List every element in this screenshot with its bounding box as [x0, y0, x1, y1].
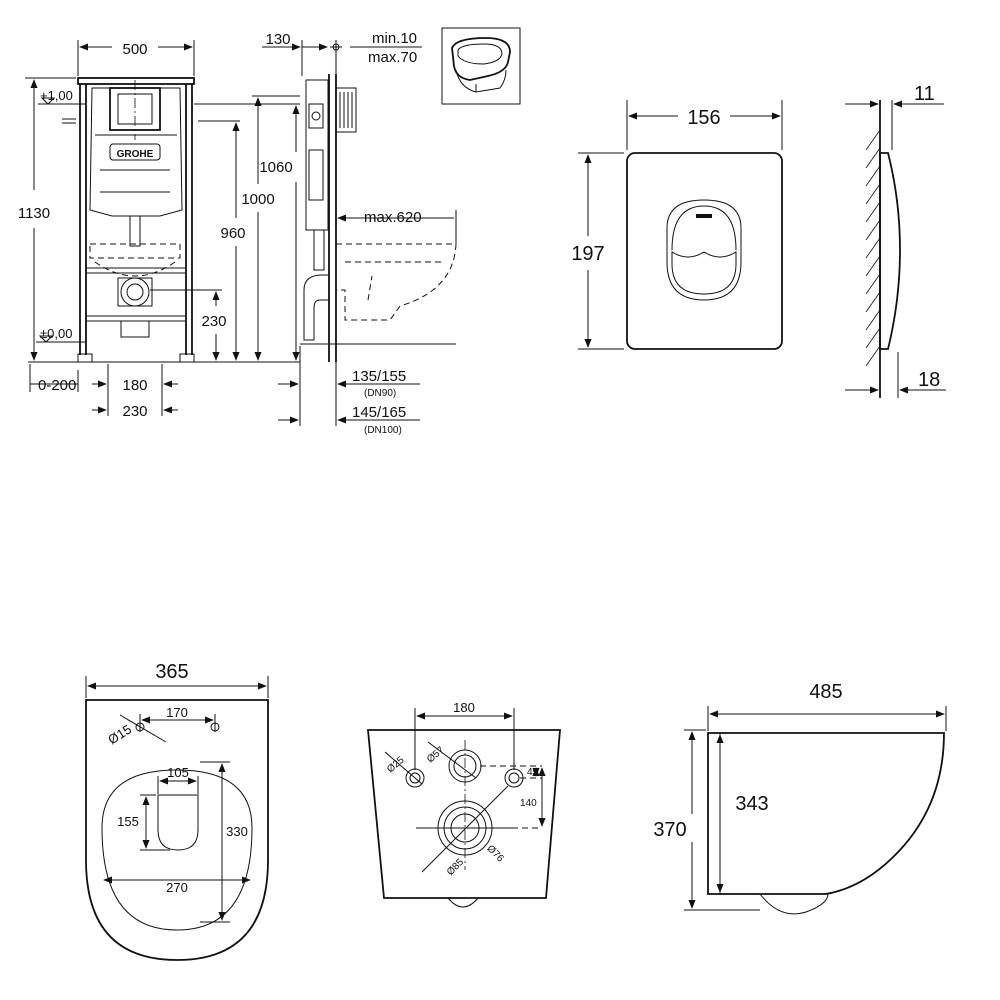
dim-height-1060: 1060: [259, 159, 292, 176]
dim-opening-height: 155: [117, 814, 139, 829]
dim-hole-spacing: 170: [166, 705, 188, 720]
dim-back-diam-76: Ø76: [484, 843, 505, 864]
dim-back-diam-85: Ø85: [445, 857, 466, 878]
dim-back-offset-140: 140: [520, 798, 537, 809]
flush-plate-side-view: 11 18: [845, 83, 946, 398]
dim-inner-width: 270: [166, 880, 188, 895]
dim-pipe-100: 145/165: [352, 404, 406, 421]
dim-pipe-90: 135/155: [352, 368, 406, 385]
dim-height-1000: 1000: [241, 191, 274, 208]
dim-total-height: 1130: [18, 205, 50, 222]
installation-side-view: 130 min.10 max.70 max.620 135/155 (DN90)…: [262, 30, 457, 436]
wc-thumbnail-image: [441, 27, 521, 105]
dim-pipe-90-dn: (DN90): [364, 388, 396, 399]
brand-label: GROHE: [117, 149, 154, 160]
dim-hole-diameter: Ø15: [105, 721, 134, 747]
dim-bowl-max: max.620: [364, 209, 422, 226]
bowl-back-view: 180 Ø25 Ø57 45 140 Ø85 Ø76: [367, 700, 561, 908]
dim-frame-width: 500: [122, 41, 147, 58]
dim-plate-thickness-bottom: 18: [918, 369, 940, 391]
dim-foot-range: 0-200: [38, 377, 76, 394]
dim-pipe-100-dn: (DN100): [364, 425, 402, 436]
level-zero-label: ±0,00: [40, 326, 72, 341]
flush-plate-front-view: 156 197: [571, 100, 783, 350]
dim-bowl-width: 365: [155, 661, 188, 683]
dim-bowl-length: 485: [809, 681, 842, 703]
dim-back-spacing: 180: [453, 700, 475, 715]
dim-height-960: 960: [220, 225, 245, 242]
bowl-top-view: 365 170 Ø15 105 155 330 270: [85, 661, 269, 961]
dim-back-offset-45: 45: [527, 767, 539, 778]
dim-back-diam-25: Ø25: [385, 754, 407, 775]
bowl-side-view: 485 370 343: [653, 681, 947, 915]
dim-inner-height: 330: [226, 824, 248, 839]
wall-hatching: [865, 129, 881, 367]
dim-wall-max: max.70: [368, 49, 417, 66]
dim-plate-thickness-top: 11: [914, 83, 935, 105]
dim-depth-130: 130: [265, 31, 290, 48]
dim-foot-180: 180: [122, 377, 147, 394]
dim-back-diam-57: Ø57: [425, 744, 447, 765]
dim-height-230: 230: [201, 313, 226, 330]
dim-foot-230: 230: [122, 403, 147, 420]
dim-plate-width: 156: [687, 107, 720, 129]
installation-frame-front-view: GROHE +1,00 ±0,00 500 1130: [18, 40, 300, 420]
dim-wall-min: min.10: [372, 30, 417, 47]
dim-opening-width: 105: [167, 765, 189, 780]
dim-bowl-height-total: 370: [653, 819, 686, 841]
level-top-label: +1,00: [40, 88, 73, 103]
dim-bowl-height-inner: 343: [735, 793, 768, 815]
dim-plate-height: 197: [571, 243, 604, 265]
